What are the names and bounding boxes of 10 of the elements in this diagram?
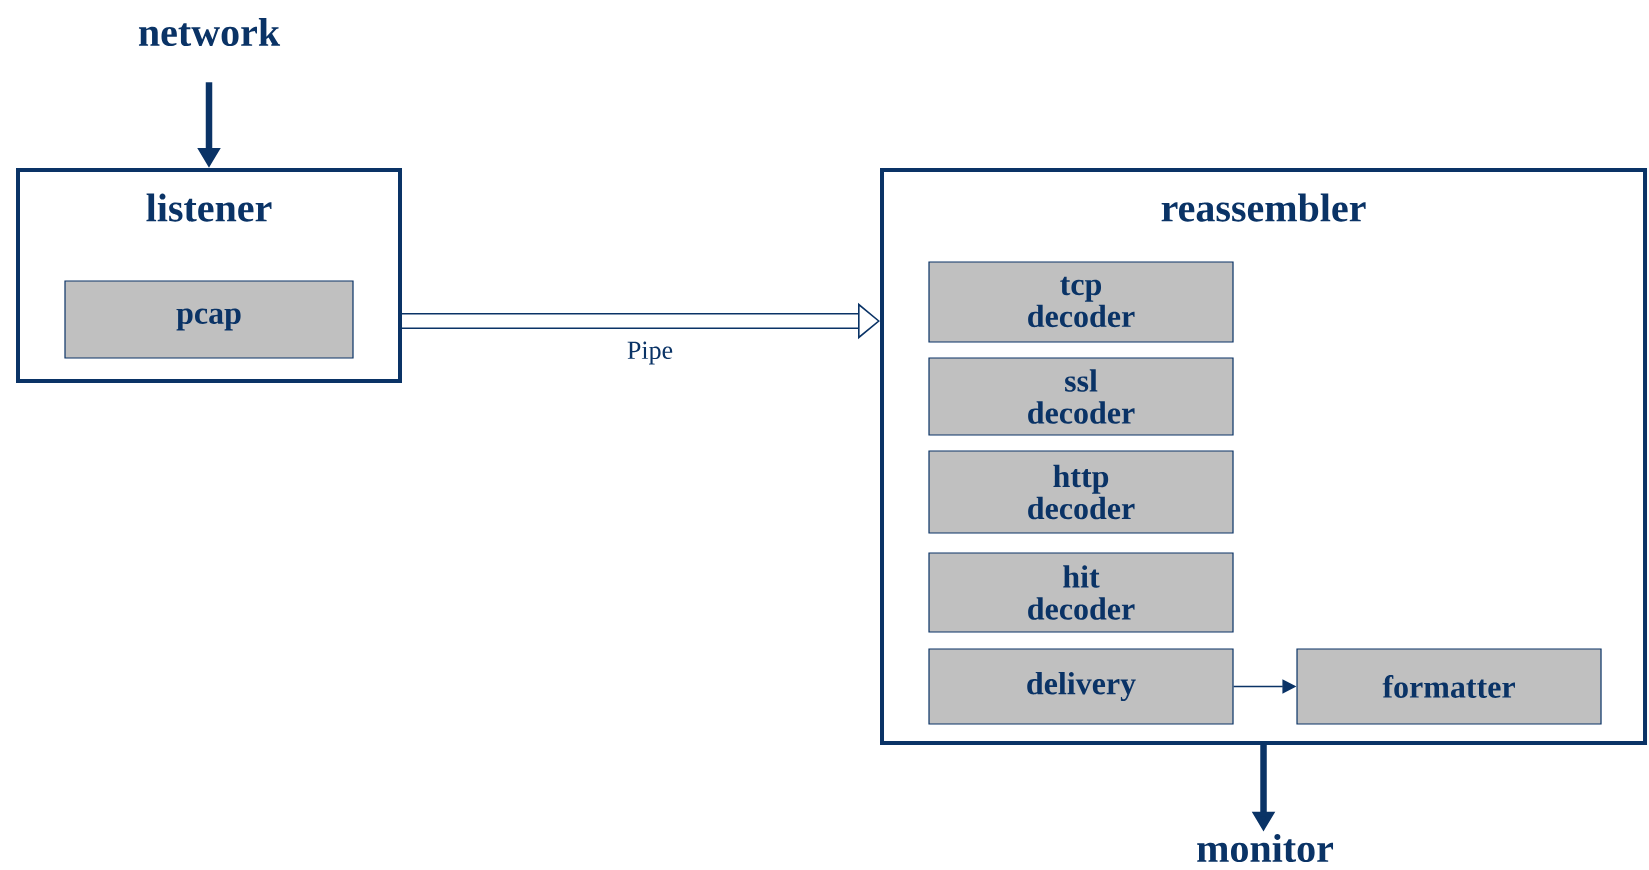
title-text: monitor xyxy=(1197,833,1334,863)
edge-label: Pipe xyxy=(624,339,676,367)
title-text: network xyxy=(138,17,281,47)
process-box: ssl decoder xyxy=(928,357,1234,436)
process-box: pcap xyxy=(64,280,354,359)
process-box: http decoder xyxy=(928,450,1234,534)
process-box: delivery xyxy=(928,648,1234,725)
process-box: tcp decoder xyxy=(928,261,1234,343)
process-box: hit decoder xyxy=(928,552,1234,633)
process-box: formatter xyxy=(1296,648,1602,725)
